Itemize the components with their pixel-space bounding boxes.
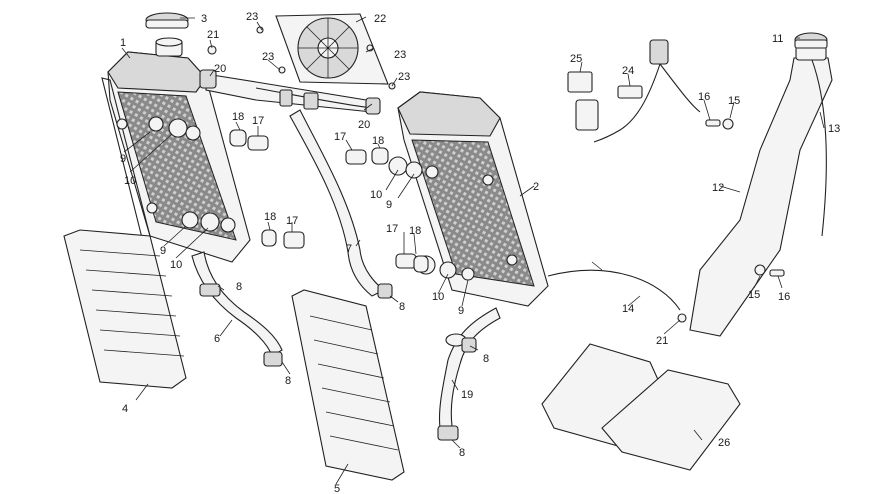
callout-18b: 18 <box>264 211 276 223</box>
callout-2: 2 <box>533 181 539 193</box>
callout-17a: 17 <box>252 115 264 127</box>
overflow-hose-13 <box>811 59 827 237</box>
radiator-brackets <box>541 343 741 471</box>
callout-22: 22 <box>374 13 386 25</box>
callout-23d: 23 <box>398 71 410 83</box>
callout-9b: 9 <box>160 245 166 257</box>
callout-19: 19 <box>461 389 473 401</box>
callout-6: 6 <box>214 333 220 345</box>
callout-17b: 17 <box>286 215 298 227</box>
callout-17d: 17 <box>386 223 398 235</box>
callout-8c: 8 <box>399 301 405 313</box>
relay <box>567 71 593 93</box>
callout-3: 3 <box>201 13 207 25</box>
louver-guard-5 <box>291 289 405 481</box>
callout-8e: 8 <box>459 447 465 459</box>
callout-16a: 16 <box>698 91 710 103</box>
hose-14 <box>547 269 681 311</box>
callout-21a: 21 <box>207 29 219 41</box>
callout-17c: 17 <box>334 131 346 143</box>
left-radiator-fittings <box>116 116 236 233</box>
callout-4: 4 <box>122 403 128 415</box>
callout-13: 13 <box>828 123 840 135</box>
callout-12: 12 <box>712 182 724 194</box>
callout-23c: 23 <box>394 49 406 61</box>
callout-16b: 16 <box>778 291 790 303</box>
callout-1: 1 <box>120 37 126 49</box>
callout-10d: 10 <box>432 291 444 303</box>
louver-guard-4 <box>63 229 187 389</box>
callout-23a: 23 <box>246 11 258 23</box>
callout-15a: 15 <box>728 95 740 107</box>
callout-11: 11 <box>772 33 783 45</box>
callout-9c: 9 <box>386 199 392 211</box>
callout-8b: 8 <box>285 375 291 387</box>
left-radiator <box>101 51 251 263</box>
callout-10c: 10 <box>370 189 382 201</box>
callout-15b: 15 <box>748 289 760 301</box>
callout-9a: 9 <box>120 153 126 165</box>
spacers-grommets <box>229 129 429 273</box>
callout-20a: 20 <box>214 63 226 75</box>
right-radiator <box>397 91 549 307</box>
leader-lines <box>121 16 825 485</box>
callout-23b: 23 <box>262 51 274 63</box>
hose-19 <box>437 307 501 441</box>
hose-6 <box>191 251 393 367</box>
callout-18a: 18 <box>232 111 244 123</box>
expansion-tank <box>689 45 833 337</box>
right-radiator-fittings <box>388 156 518 281</box>
expansion-tank-cap <box>794 32 828 49</box>
callout-21b: 21 <box>656 335 668 347</box>
callout-18d: 18 <box>409 225 421 237</box>
callout-7: 7 <box>346 243 352 255</box>
hose-7 <box>289 109 386 297</box>
callout-5: 5 <box>334 483 340 494</box>
callout-8d: 8 <box>483 353 489 365</box>
callout-18c: 18 <box>372 135 384 147</box>
radiator-cap <box>145 12 189 29</box>
filler-neck <box>155 37 183 57</box>
callout-10a: 10 <box>124 175 136 187</box>
callout-9d: 9 <box>458 305 464 317</box>
callout-14: 14 <box>622 303 634 315</box>
callout-24: 24 <box>622 65 634 77</box>
callout-26: 26 <box>718 437 730 449</box>
callout-8a: 8 <box>236 281 242 293</box>
wiring-harness <box>575 39 701 143</box>
callout-labels: 1 2 3 4 5 6 7 8 8 8 8 8 9 9 9 9 10 10 10… <box>120 11 840 494</box>
callout-20b: 20 <box>358 119 370 131</box>
cross-pipe <box>199 69 381 115</box>
callout-10b: 10 <box>170 259 182 271</box>
fasteners <box>207 26 785 323</box>
cooling-fan <box>275 13 389 85</box>
callout-25: 25 <box>570 53 582 65</box>
